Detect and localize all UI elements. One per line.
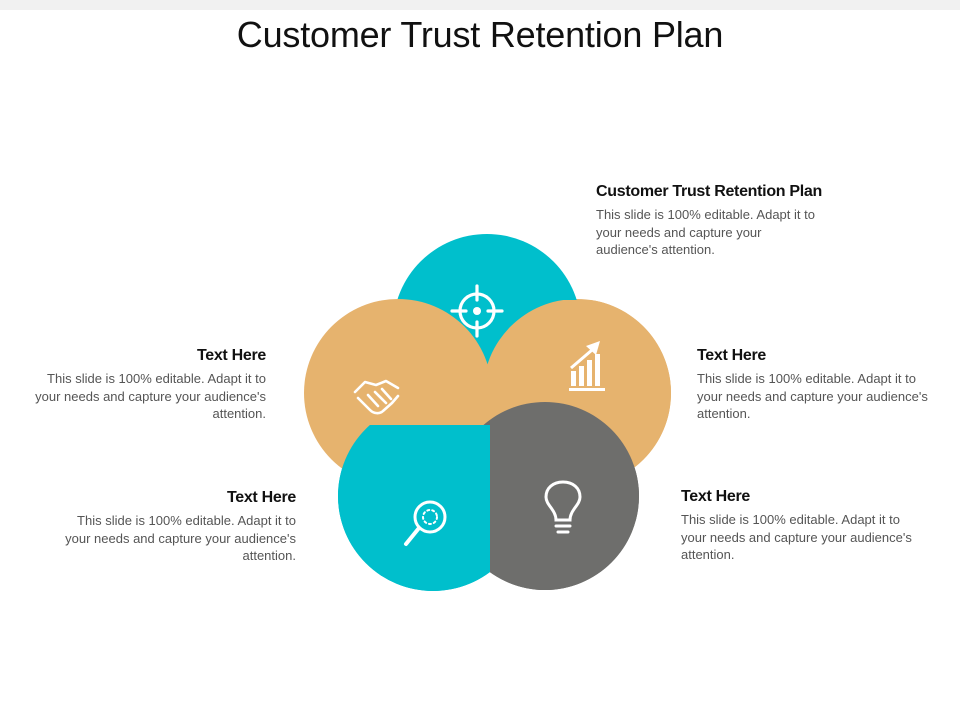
item-description: This slide is 100% editable. Adapt it to… — [681, 512, 912, 562]
item-heading: Customer Trust Retention Plan — [596, 183, 822, 200]
item-block-bottom-right: Text Here This slide is 100% editable. A… — [681, 487, 921, 564]
item-description: This slide is 100% editable. Adapt it to… — [65, 513, 296, 563]
handshake-icon — [353, 379, 400, 415]
target-icon — [450, 284, 504, 338]
item-description: This slide is 100% editable. Adapt it to… — [697, 371, 928, 421]
item-description: This slide is 100% editable. Adapt it to… — [596, 207, 815, 257]
item-block-right: Text Here This slide is 100% editable. A… — [697, 346, 937, 423]
item-heading: Text Here — [196, 347, 266, 364]
item-block-bottom-left: Text Here This slide is 100% editable. A… — [56, 488, 296, 565]
item-block-left: Text Here This slide is 100% editable. A… — [26, 346, 266, 423]
item-block-top: Customer Trust Retention Plan This slide… — [596, 182, 886, 259]
item-heading: Text Here — [697, 347, 767, 364]
item-heading: Text Here — [681, 488, 751, 505]
top-strip — [0, 0, 960, 10]
search-icon — [404, 500, 447, 546]
page-title: Customer Trust Retention Plan — [236, 14, 724, 55]
lightbulb-icon — [544, 480, 582, 534]
item-description: This slide is 100% editable. Adapt it to… — [35, 371, 266, 421]
growth-chart-icon — [569, 341, 605, 391]
item-heading: Text Here — [226, 489, 296, 506]
